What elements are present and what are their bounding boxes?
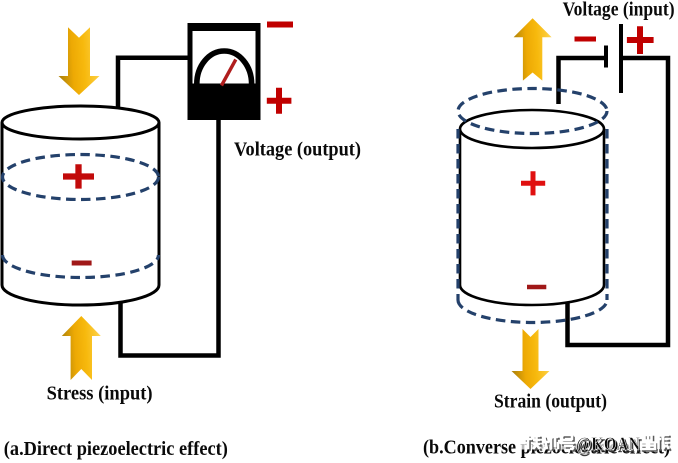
svg-text:Stress (input): Stress (input) [47, 383, 153, 405]
svg-text:Voltage (output): Voltage (output) [234, 139, 361, 161]
svg-text:(a.Direct piezoelectric effect: (a.Direct piezoelectric effect) [4, 438, 228, 460]
svg-text:Voltage (input): Voltage (input) [563, 0, 675, 21]
svg-text:Strain (output): Strain (output) [494, 391, 607, 413]
